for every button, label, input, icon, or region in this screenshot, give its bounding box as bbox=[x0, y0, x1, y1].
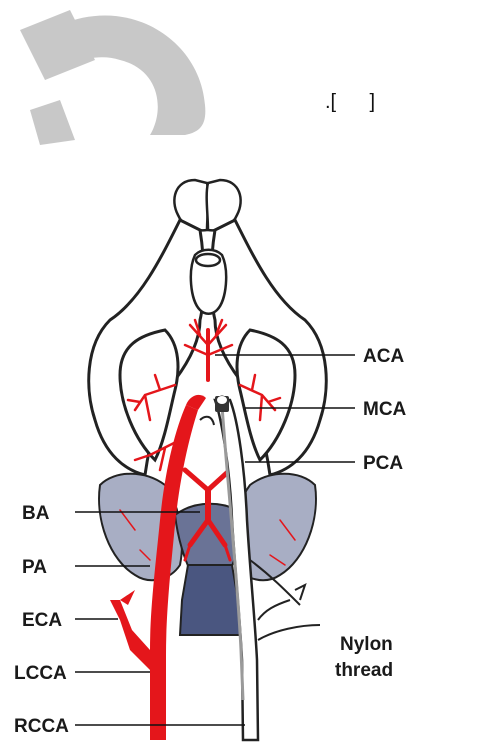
label-rcca: RCCA bbox=[14, 716, 69, 737]
small-curve bbox=[200, 417, 214, 425]
label-nylon-line2: thread bbox=[335, 660, 393, 681]
label-pa: PA bbox=[22, 557, 47, 578]
label-eca: ECA bbox=[22, 610, 62, 631]
central-structure bbox=[191, 250, 226, 314]
label-mca: MCA bbox=[363, 399, 407, 420]
thread-tip-highlight bbox=[217, 396, 227, 404]
label-nylon-line1: Nylon bbox=[340, 634, 393, 655]
label-ba: BA bbox=[22, 503, 50, 524]
label-pca: PCA bbox=[363, 453, 403, 474]
brainstem bbox=[180, 565, 240, 635]
bracket-text: .[ ] bbox=[325, 91, 375, 113]
label-aca: ACA bbox=[363, 346, 404, 367]
label-lcca: LCCA bbox=[14, 663, 67, 684]
watermark-logo bbox=[20, 10, 205, 145]
